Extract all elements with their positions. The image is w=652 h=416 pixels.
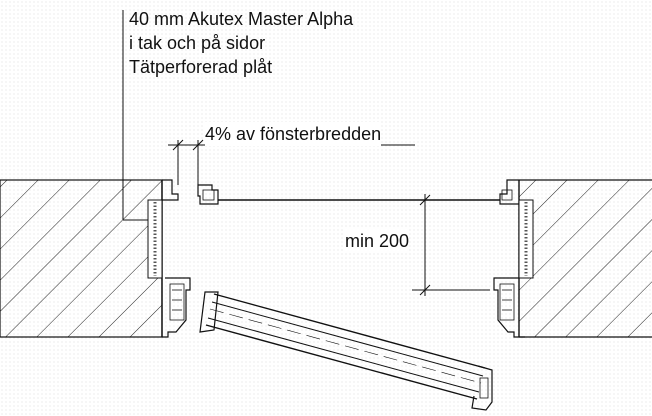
clearance-dimension [412, 194, 490, 296]
insulation-note-line-2: i tak och på sidor [129, 33, 266, 53]
note-leader-line [122, 10, 148, 221]
left-lower-frame-profile [162, 277, 191, 338]
left-insulation-panel [147, 199, 163, 279]
left-upper-frame-profile [162, 179, 219, 205]
right-upper-frame-profile [499, 179, 519, 205]
insulation-note-line-1: 40 mm Akutex Master Alpha [129, 9, 354, 29]
open-window-sash [199, 291, 493, 411]
right-insulation-panel [518, 199, 534, 279]
right-lower-frame-profile [493, 277, 525, 338]
min-clearance-label: min 200 [345, 229, 410, 253]
recess-depth-label: 4% av fönsterbredden [205, 122, 382, 146]
insulation-note-line-3: Tätperforerad plåt [129, 57, 273, 77]
recess-dimension [168, 139, 415, 185]
insulation-note: 40 mm Akutex Master Alpha i tak och på s… [129, 7, 353, 79]
right-wall [518, 179, 652, 338]
left-wall [0, 179, 163, 338]
